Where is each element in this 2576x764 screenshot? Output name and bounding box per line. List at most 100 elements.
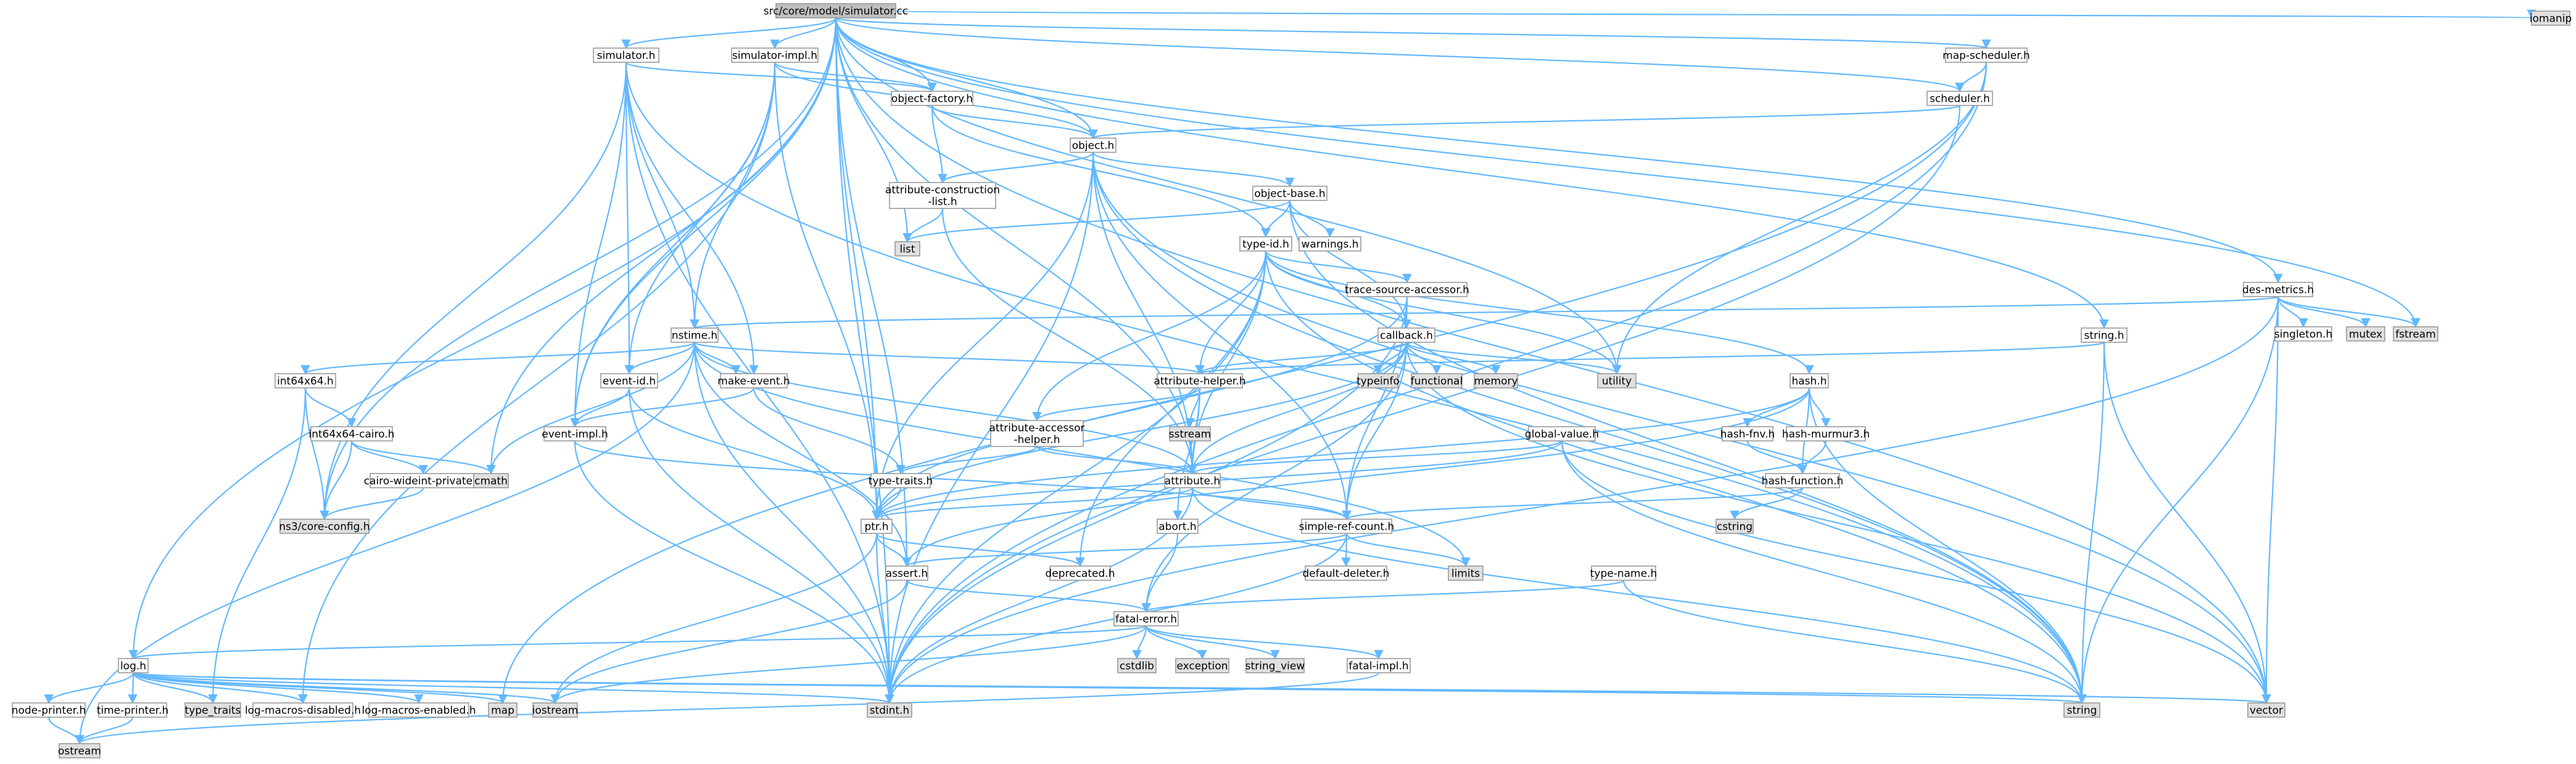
edge-type_id_h-to-string	[1265, 250, 2087, 704]
node-root[interactable]: src/core/model/simulator.cc	[764, 3, 908, 18]
node-attribute-h[interactable]: attribute.h	[1164, 473, 1221, 488]
edge-map_scheduler_h-to-utility	[1612, 62, 1988, 375]
edge-log_h-to-vector	[132, 672, 2270, 704]
node-label: simulator-impl.h	[732, 50, 817, 62]
node-label: sstream	[1169, 429, 1211, 441]
edge-callback_h-to-attribute_helper_h	[1195, 342, 1408, 375]
node-hash-murmur3-h[interactable]: hash-murmur3.h	[1782, 426, 1870, 442]
node-type-name-h[interactable]: type-name.h	[1590, 565, 1657, 581]
node-node-printer-h[interactable]: node-printer.h	[12, 702, 86, 718]
edge-simulator_h-to-ns3_core_config_h	[320, 62, 627, 520]
node-callback-h[interactable]: callback.h	[1377, 327, 1435, 343]
node-singleton-h[interactable]: singleton.h	[2274, 326, 2332, 342]
edge-root-to-attribute_h	[835, 17, 1197, 475]
node-label: vector	[2250, 705, 2283, 717]
node-map-scheduler-h[interactable]: map-scheduler.h	[1942, 47, 2030, 63]
node-object-base-h[interactable]: object-base.h	[1252, 186, 1327, 201]
node-type-id-h[interactable]: type-id.h	[1239, 236, 1292, 252]
node-hash-function-h[interactable]: hash-function.h	[1762, 473, 1844, 488]
node-label: list	[900, 244, 915, 256]
node-simple-ref-count-h[interactable]: simple-ref-count.h	[1299, 519, 1395, 534]
node-box	[1157, 519, 1199, 534]
edge-type_id_h-to-attribute_helper_h	[1195, 250, 1267, 375]
node-default-deleter-h[interactable]: default-deleter.h	[1302, 565, 1390, 581]
node-label: functional	[1411, 376, 1463, 388]
node-label: attribute-accessor	[989, 422, 1085, 435]
node-make-event-h[interactable]: make-event.h	[717, 373, 790, 388]
node-log-h[interactable]: log.h	[118, 658, 149, 673]
node-des-metrics-h[interactable]: des-metrics.h	[2242, 282, 2314, 297]
node-label: int64x64.h	[277, 376, 334, 388]
node-label: hash-function.h	[1762, 475, 1844, 488]
edge-int64x64_cairo_h-to-cairo_wide_h	[350, 440, 428, 475]
node-box	[1715, 519, 1754, 534]
node-abort-h[interactable]: abort.h	[1157, 519, 1199, 534]
node-box	[2393, 326, 2438, 342]
node-deprecated-h[interactable]: deprecated.h	[1046, 565, 1115, 581]
node-int64x64-h[interactable]: int64x64.h	[275, 373, 336, 388]
node-type-traits-h[interactable]: type-traits.h	[869, 473, 933, 488]
edge-type_name_h-to-string	[1622, 580, 2087, 704]
node-box	[990, 420, 1084, 447]
node-ptr-h[interactable]: ptr.h	[861, 519, 893, 534]
node-nstime-h[interactable]: nstime.h	[671, 327, 719, 343]
node-attribute-helper-h[interactable]: attribute-helper.h	[1154, 373, 1246, 388]
node-hash-h[interactable]: hash.h	[1790, 373, 1829, 388]
node-label: map	[491, 705, 514, 717]
node-trace-source-h[interactable]: trace-source-accessor.h	[1345, 282, 1469, 297]
edge-root-to-simulator_impl_h	[770, 17, 837, 49]
node-functional: functional	[1411, 373, 1463, 388]
node-label: limits	[1451, 568, 1480, 580]
node-string-h[interactable]: string.h	[2081, 327, 2128, 343]
node-label: map-scheduler.h	[1942, 50, 2030, 62]
node-box	[889, 182, 996, 209]
node-attr-construction-h[interactable]: attribute-construction-list.h	[885, 182, 1000, 209]
edge-attr_accessor_helper_h-to-attribute_h	[1036, 446, 1197, 475]
node-warnings-h[interactable]: warnings.h	[1298, 236, 1361, 252]
node-log-macros-disabled-h[interactable]: log-macros-disabled.h	[245, 702, 361, 718]
node-simulator-impl-h[interactable]: simulator-impl.h	[731, 47, 819, 63]
edge-int64x64_h-to-type_traits	[208, 387, 307, 704]
node-box	[1790, 373, 1829, 388]
edge-nstime_h-to-stdint_h	[693, 342, 894, 704]
node-global-value-h[interactable]: global-value.h	[1525, 426, 1599, 442]
node-object-h[interactable]: object.h	[1070, 138, 1117, 153]
edge-log_h-to-node_printer_h	[44, 672, 134, 704]
node-fatal-impl-h[interactable]: fatal-impl.h	[1347, 658, 1411, 673]
node-fatal-error-h[interactable]: fatal-error.h	[1113, 611, 1179, 626]
node-hash-fnv-h[interactable]: hash-fnv.h	[1720, 426, 1775, 442]
edge-callback_h-to-simple_ref_count_h	[1342, 342, 1408, 520]
node-label: typeinfo	[1356, 376, 1400, 388]
edge-hash_h-to-assert_h	[902, 387, 1810, 567]
node-box	[473, 473, 509, 488]
node-log-macros-enabled-h[interactable]: log-macros-enabled.h	[362, 702, 476, 718]
edge-hash_h-to-hash_murmur3_h	[1808, 387, 1831, 428]
edge-des_metrics_h-to-singleton_h	[2277, 296, 2308, 328]
node-box	[1164, 473, 1221, 488]
edge-scheduler_h-to-object_h	[1089, 104, 1961, 139]
node-object-factory-h[interactable]: object-factory.h	[891, 91, 973, 106]
node-cairo-wide-h[interactable]: cairo-wideint-private.h	[364, 473, 482, 488]
edge-time_printer_h-to-ostream	[75, 717, 134, 745]
node-label: des-metrics.h	[2242, 284, 2314, 297]
edge-des_metrics_h-to-vector	[2261, 296, 2279, 704]
node-assert-h[interactable]: assert.h	[885, 565, 928, 581]
node-event-id-h[interactable]: event-id.h	[600, 373, 658, 388]
edge-fatal_error_h-to-fatal_impl_h	[1145, 625, 1384, 660]
node-attr-accessor-helper-h[interactable]: attribute-accessor-helper.h	[989, 420, 1085, 447]
edge-attribute_helper_h-to-attr_accessor_helper_h	[1032, 387, 1201, 422]
node-label: ptr.h	[864, 521, 888, 533]
node-box	[1113, 611, 1179, 626]
edge-assert_h-to-iostream	[550, 580, 908, 704]
node-scheduler-h[interactable]: scheduler.h	[1926, 91, 1993, 106]
edge-type_id_h-to-stdint_h	[885, 250, 1267, 704]
node-box	[1786, 426, 1866, 442]
node-event-impl-h[interactable]: event-impl.h	[542, 426, 608, 442]
node-ostream: ostream	[58, 743, 101, 758]
node-simulator-h[interactable]: simulator.h	[593, 47, 659, 63]
node-label: log-macros-enabled.h	[362, 705, 476, 717]
edge-ptr_h-to-assert_h	[875, 533, 912, 567]
node-int64x64-cairo-h[interactable]: int64x64-cairo.h	[308, 426, 395, 442]
node-label: src/core/model/simulator.cc	[764, 6, 908, 18]
node-time-printer-h[interactable]: time-printer.h	[97, 702, 169, 718]
